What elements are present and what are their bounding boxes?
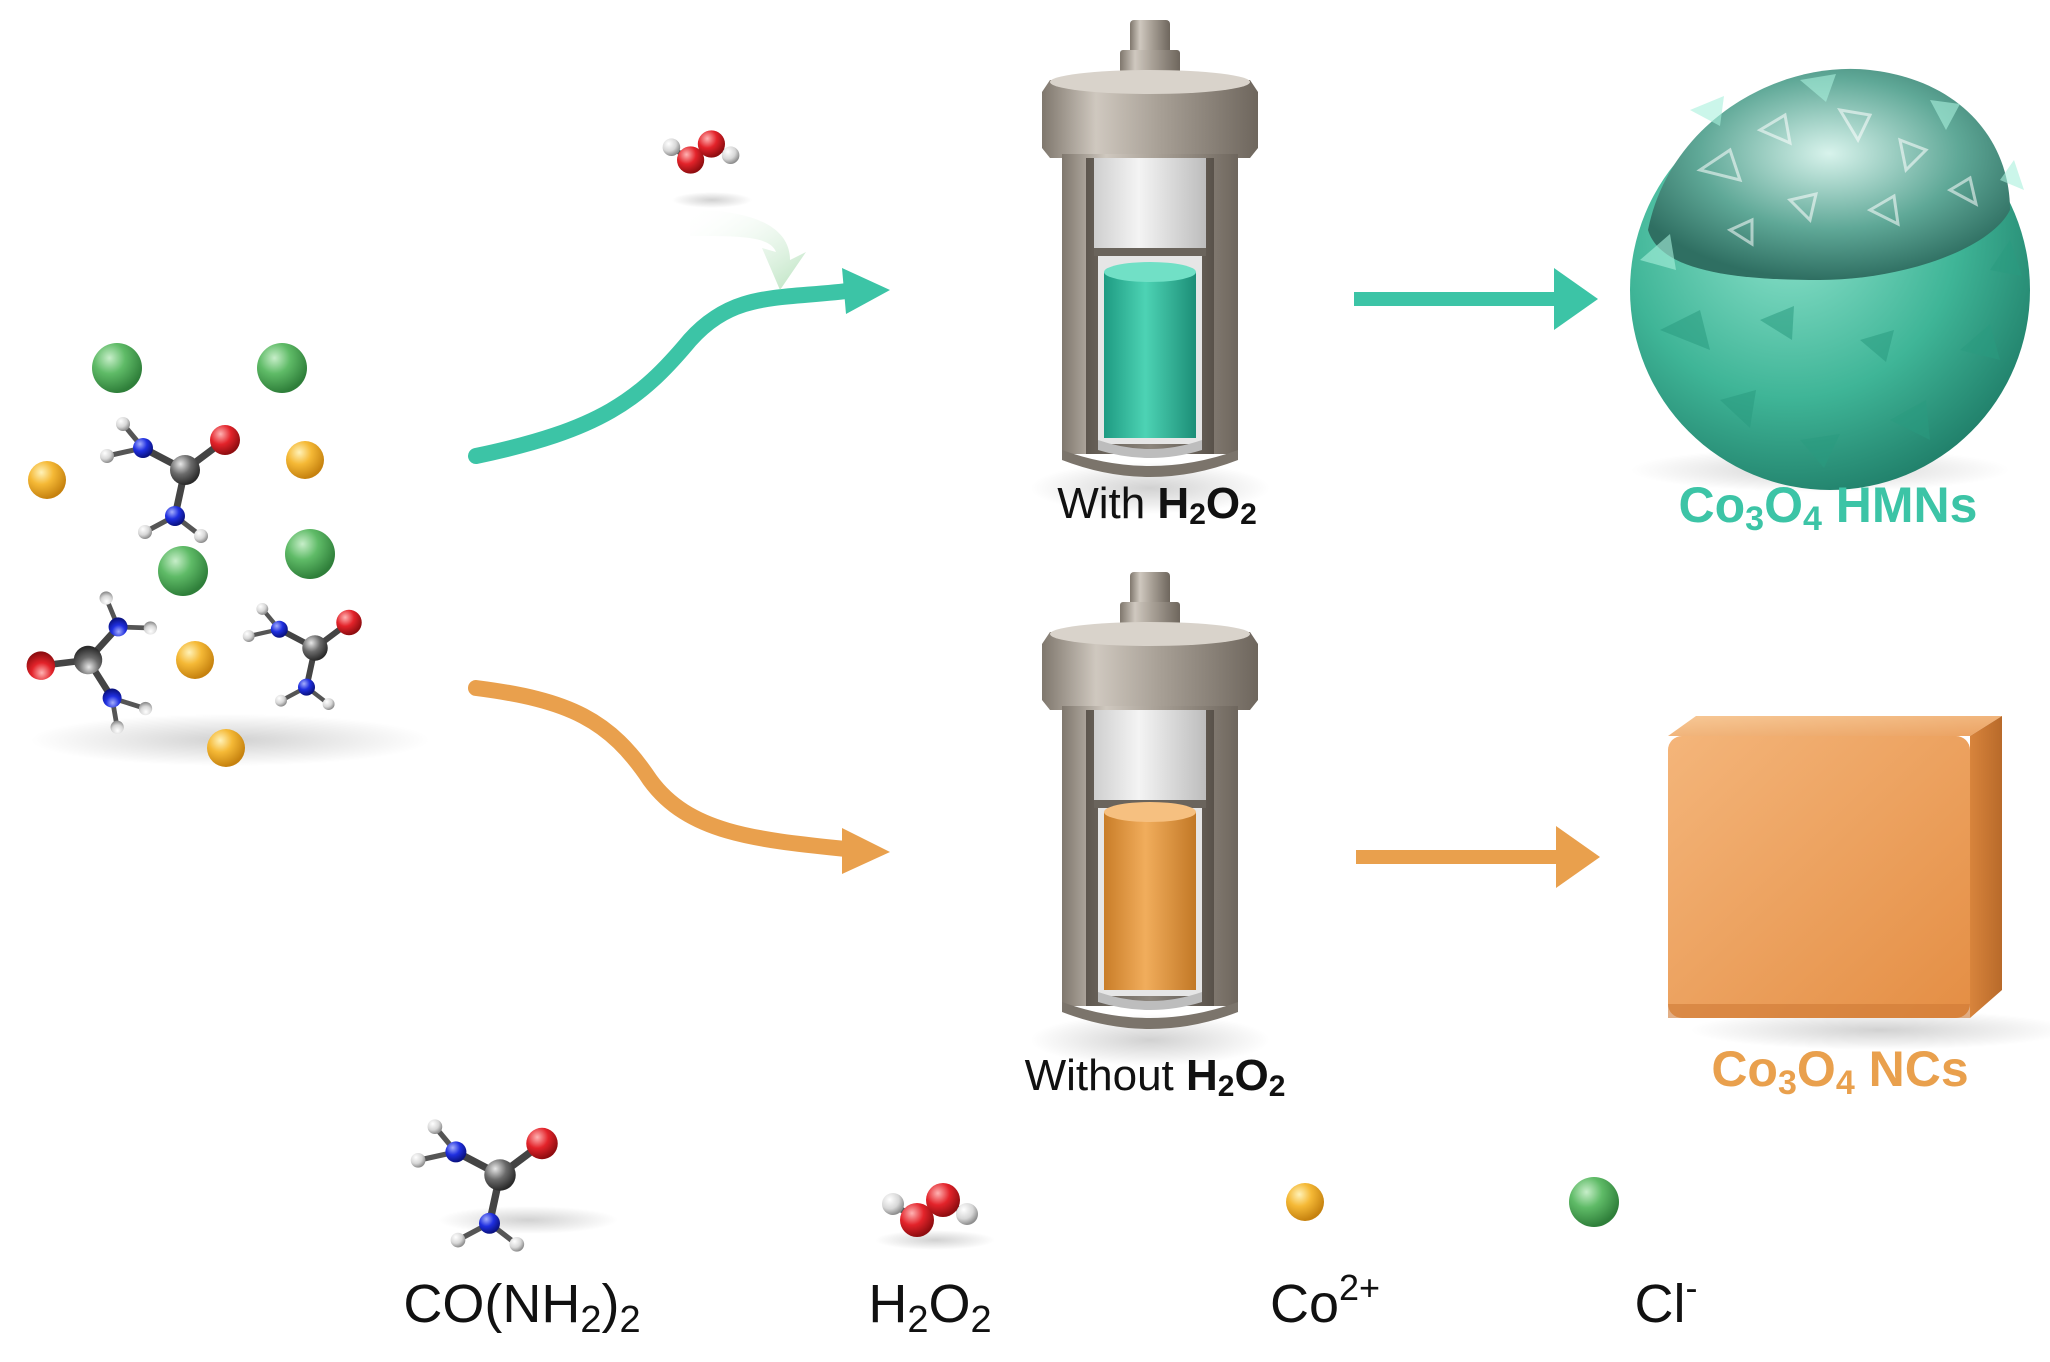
h2o2-molecule-icon [882,1183,978,1237]
cobalt-ion-icon [176,641,214,679]
cobalt-ion-icon [1286,1183,1324,1221]
product-arrow-top [1354,268,1598,330]
legend [411,1119,1619,1251]
chloride-ion-icon [1569,1177,1619,1227]
urea-molecule-icon [243,603,362,710]
chloride-ion-icon [285,529,335,579]
cube-icon [1668,716,2050,1050]
top-route-arrow [468,130,890,464]
legend-cobalt-label: Co2+ [1270,1267,1380,1334]
legend-chloride-label: Cl- [1635,1267,1698,1334]
precursor-cluster [18,343,430,767]
cobalt-ion-icon [28,461,66,499]
chloride-ion-icon [257,343,307,393]
urea-molecule-icon [100,417,240,543]
autoclave-icon [1030,572,1270,1066]
top-reactor-label: With H2O2 [1057,479,1257,531]
h2o2-molecule-icon [663,130,740,173]
autoclave-icon [1030,20,1270,514]
top-product-label: Co3O4 HMNs [1679,477,1978,538]
bottom-route-arrow [468,680,890,874]
bottom-reactor-label: Without H2O2 [1025,1051,1286,1103]
bottom-product-label: Co3O4 NCs [1711,1041,1968,1102]
legend-h2o2-label: H2O2 [868,1274,991,1341]
hollow-sphere-icon [1630,68,2030,492]
product-arrow-bottom [1356,826,1600,888]
addition-arrow-icon [690,210,806,290]
chloride-ion-icon [158,546,208,596]
chloride-ion-icon [92,343,142,393]
cobalt-ion-icon [286,441,324,479]
cobalt-ion-icon [207,729,245,767]
legend-urea-label: CO(NH2)2 [403,1274,640,1341]
